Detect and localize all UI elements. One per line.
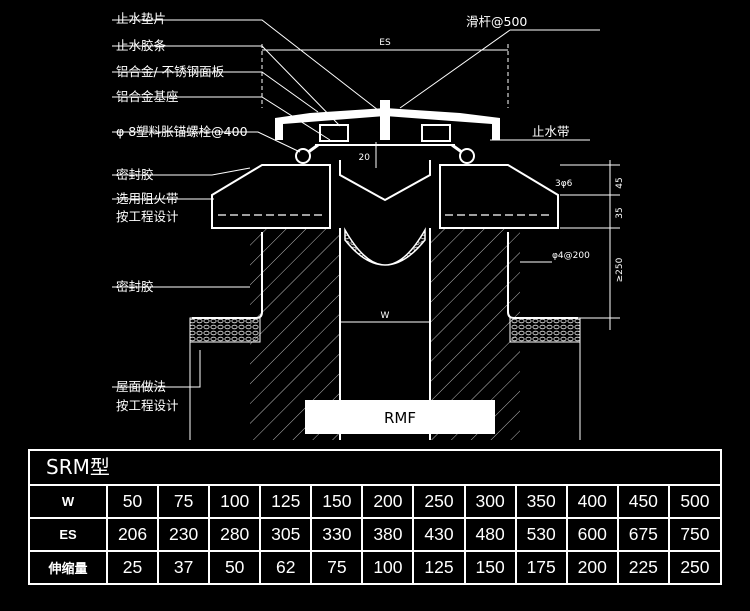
spec-cell: 305 [259, 517, 313, 552]
spec-cell: 75 [310, 550, 364, 583]
spec-cell: 350 [514, 486, 568, 519]
spec-cell: 37 [157, 550, 211, 583]
expansion-joint-diagram: ES W 20 45 35 ≥250 3φ6 φ4@200 [112, 11, 625, 440]
spec-cell: 200 [361, 486, 415, 519]
dim-35-label: 35 [615, 207, 625, 218]
spec-cell: 450 [616, 486, 670, 519]
spec-cell: 675 [616, 517, 670, 552]
spec-cell: 280 [208, 517, 262, 552]
spec-cell: 230 [157, 517, 211, 552]
spec-cell: 250 [412, 486, 466, 519]
spec-cell: 600 [565, 517, 619, 552]
label-waterstop-strip: 止水胶条 [116, 38, 167, 53]
spec-cell: 25 [105, 550, 160, 583]
left-curb [211, 164, 331, 229]
spec-cell: 200 [565, 550, 619, 583]
spec-cell: 530 [514, 517, 568, 552]
label-fire-belt: 选用阻火带 [116, 191, 179, 206]
rebar-phi4-label: φ4@200 [552, 251, 590, 261]
spec-cell: 100 [208, 486, 262, 519]
label-cover-plate: 铝合金/ 不锈钢面板 [116, 64, 225, 79]
label-aluminum-base: 铝合金基座 [116, 89, 179, 104]
spec-cell: 150 [463, 550, 517, 583]
fire-barrier [344, 227, 426, 266]
rebar-3phi6-label: 3φ6 [555, 179, 573, 189]
model-box-label: RMF [384, 409, 416, 427]
label-per-design-2: 按工程设计 [116, 398, 179, 413]
spec-cell: 225 [616, 550, 670, 583]
spec-cell: 500 [667, 486, 720, 519]
spec-cell: 206 [105, 517, 160, 552]
spec-cell: 150 [310, 486, 364, 519]
dim-45-label: 45 [615, 177, 625, 188]
label-anchor-bolt: φ 8塑料胀锚螺栓@400 [116, 124, 248, 139]
es-dimension-label: ES [379, 38, 391, 48]
spec-cell: 330 [310, 517, 364, 552]
spec-cell: 430 [412, 517, 466, 552]
spec-cell: 380 [361, 517, 415, 552]
right-roof-layer [509, 317, 581, 343]
model-title: SRM型 [30, 451, 720, 486]
dim-250-label: ≥250 [615, 257, 625, 282]
spec-cell: 250 [667, 550, 720, 583]
label-waterstop-belt: 止水带 [532, 124, 570, 139]
spec-row-label: ES [30, 517, 108, 552]
spec-row-label: W [30, 486, 108, 519]
spec-cell: 50 [208, 550, 262, 583]
spec-cell: 175 [514, 550, 568, 583]
dim-20-label: 20 [359, 153, 371, 163]
cover-plate [275, 108, 500, 140]
w-dimension-label: W [381, 311, 390, 321]
label-sealant-bottom: 密封胶 [116, 279, 154, 294]
spec-cell: 300 [463, 486, 517, 519]
spec-cell: 400 [565, 486, 619, 519]
spec-cell: 125 [412, 550, 466, 583]
spec-cell: 100 [361, 550, 415, 583]
label-waterstop-pad: 止水垫片 [116, 11, 166, 26]
spec-cell: 75 [157, 486, 211, 519]
spec-cell: 125 [259, 486, 313, 519]
label-per-design-1: 按工程设计 [116, 209, 179, 224]
spec-cell: 50 [105, 486, 160, 519]
left-roof-layer [189, 317, 261, 343]
spec-cell: 750 [667, 517, 720, 552]
spec-cell: 480 [463, 517, 517, 552]
label-sealant-top: 密封胶 [116, 167, 154, 182]
right-curb [439, 164, 559, 229]
spec-row-label: 伸缩量 [30, 550, 108, 583]
label-slide-bar: 滑杆@500 [466, 14, 527, 29]
spec-cell: 62 [259, 550, 313, 583]
model-box [305, 400, 495, 434]
label-roof-method: 屋面做法 [116, 379, 166, 394]
